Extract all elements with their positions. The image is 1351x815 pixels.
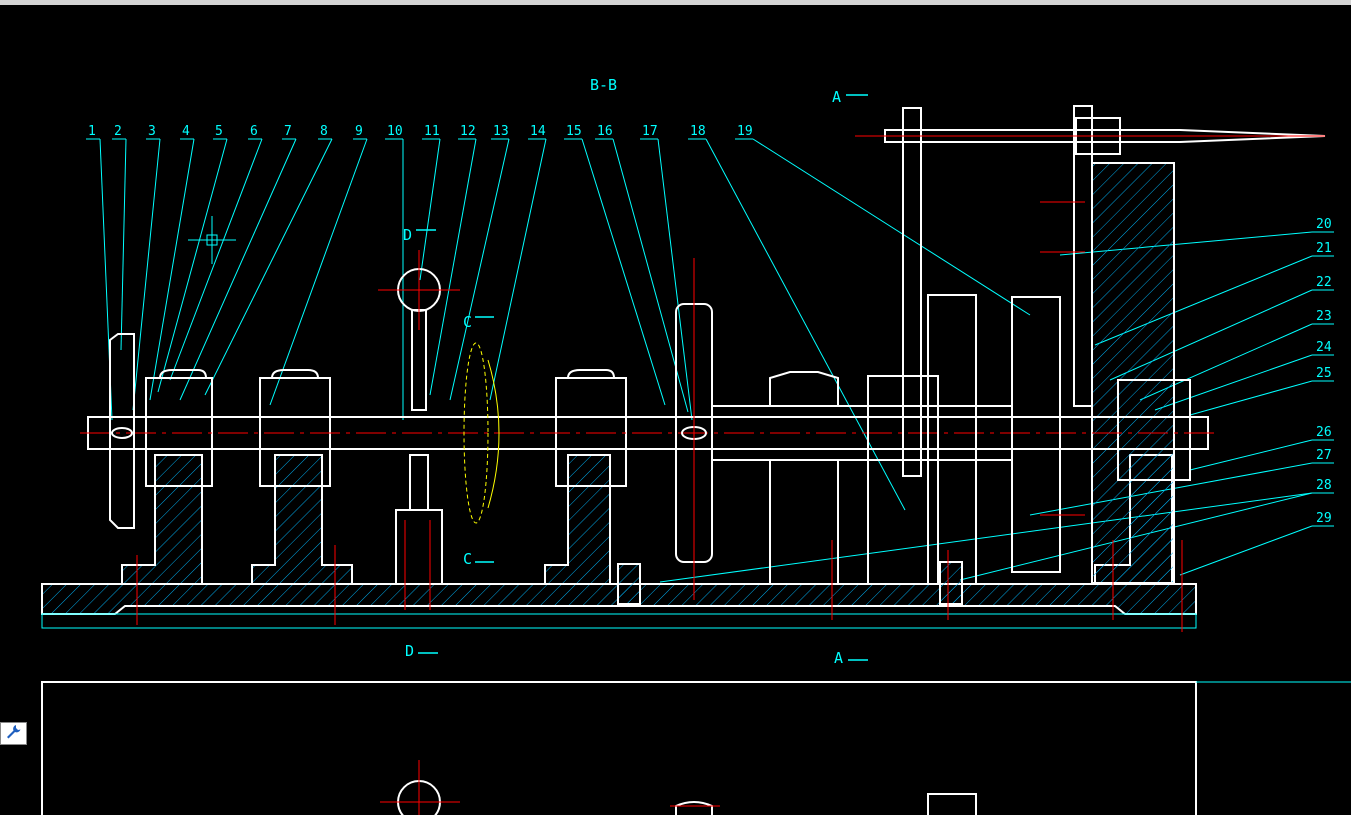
top-ruler-strip bbox=[0, 0, 1351, 5]
section-marker-d-bottom: D bbox=[405, 642, 414, 660]
part-label: 5 bbox=[215, 124, 223, 139]
part-label: 21 bbox=[1316, 241, 1332, 256]
part-label: 15 bbox=[566, 124, 582, 139]
part-label: 28 bbox=[1316, 478, 1332, 493]
part-label: 16 bbox=[597, 124, 613, 139]
part-label: 11 bbox=[424, 124, 440, 139]
section-title-bb: B-B bbox=[590, 76, 617, 94]
part-label: 4 bbox=[182, 124, 190, 139]
part-label: 23 bbox=[1316, 309, 1332, 324]
part-label: 20 bbox=[1316, 217, 1332, 232]
section-marker-a-bottom: A bbox=[834, 649, 843, 667]
part-label: 18 bbox=[690, 124, 706, 139]
part-label: 19 bbox=[737, 124, 753, 139]
part-labels-right: 20 21 22 23 24 25 26 27 28 29 bbox=[1316, 217, 1332, 526]
crosshair-cursor bbox=[188, 216, 236, 264]
part-label: 2 bbox=[114, 124, 122, 139]
part-label: 17 bbox=[642, 124, 658, 139]
part-label: 25 bbox=[1316, 366, 1332, 381]
part-label: 14 bbox=[530, 124, 546, 139]
part-label: 29 bbox=[1316, 511, 1332, 526]
wrench-icon bbox=[5, 723, 22, 745]
part-labels-top: 1 2 3 4 5 6 7 8 9 10 11 12 13 14 15 16 1… bbox=[88, 124, 753, 139]
part-label: 6 bbox=[250, 124, 258, 139]
part-label: 8 bbox=[320, 124, 328, 139]
part-label: 22 bbox=[1316, 275, 1332, 290]
part-label: 27 bbox=[1316, 448, 1332, 463]
part-label: 24 bbox=[1316, 340, 1332, 355]
part-label: 10 bbox=[387, 124, 403, 139]
part-label: 12 bbox=[460, 124, 476, 139]
section-marker-a-top: A bbox=[832, 88, 841, 106]
properties-tool-button[interactable] bbox=[0, 722, 27, 745]
lower-view bbox=[41, 681, 1351, 815]
section-marker-c-bottom: C bbox=[463, 550, 472, 568]
part-label: 9 bbox=[355, 124, 363, 139]
part-label: 1 bbox=[88, 124, 96, 139]
section-marker-d-top: D bbox=[403, 226, 412, 244]
part-label: 13 bbox=[493, 124, 509, 139]
part-label: 3 bbox=[148, 124, 156, 139]
part-label: 26 bbox=[1316, 425, 1332, 440]
part-label: 7 bbox=[284, 124, 292, 139]
